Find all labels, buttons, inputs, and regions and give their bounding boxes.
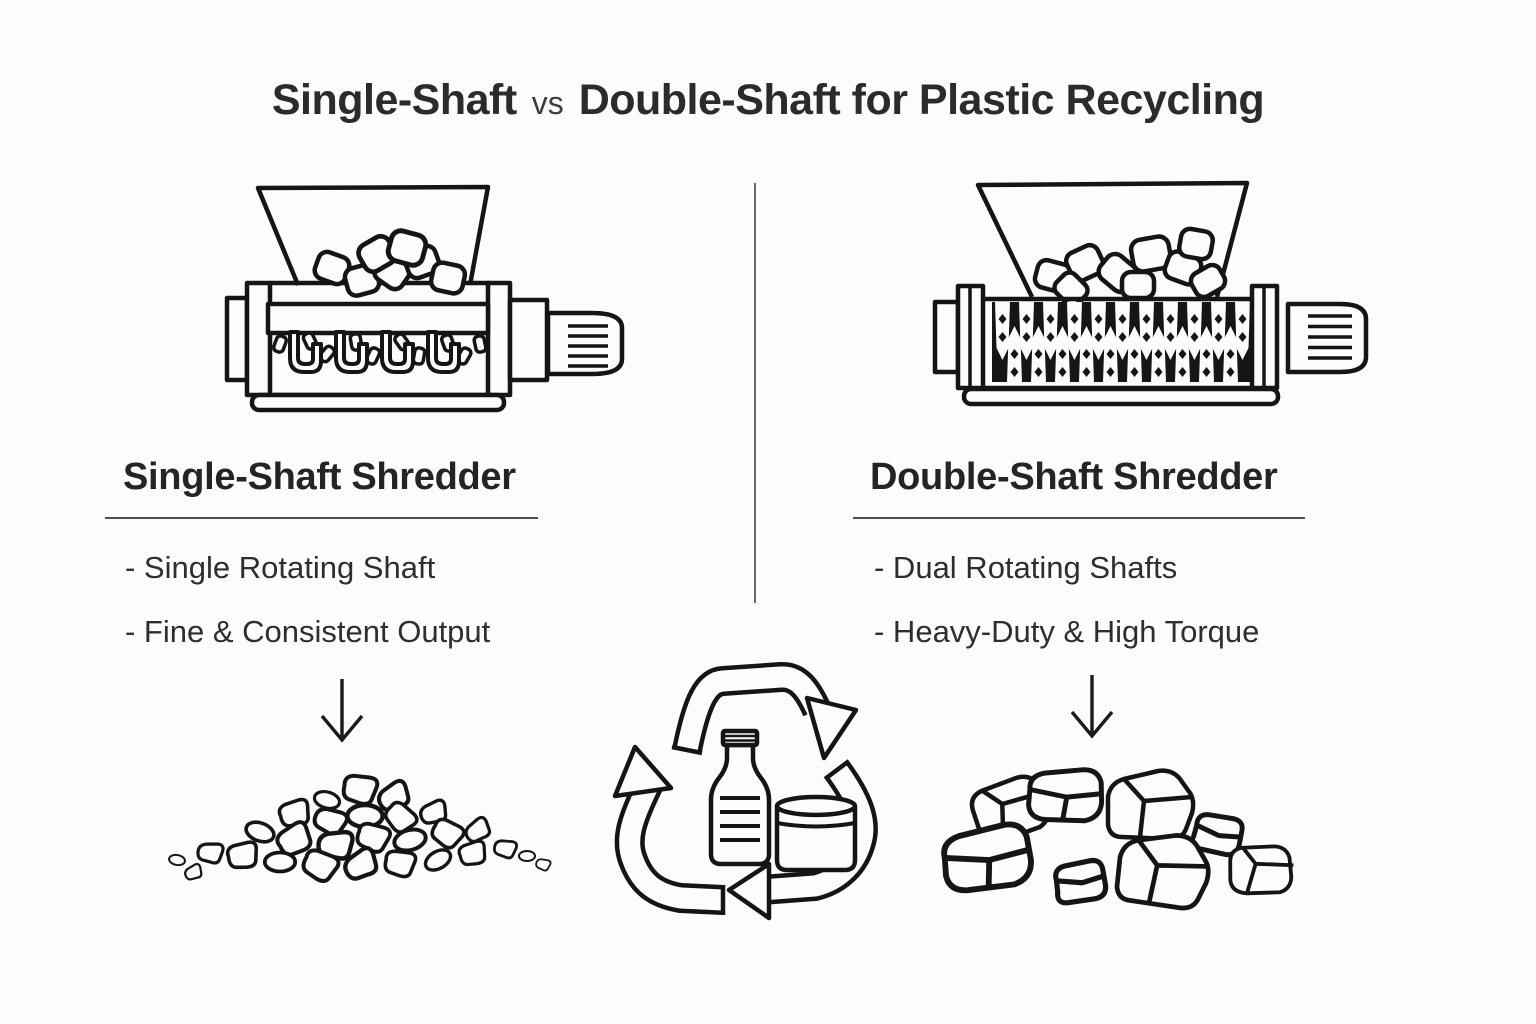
double-shaft-heading: Double-Shaft Shredder: [870, 456, 1278, 498]
title-single-shaft: Single-Shaft: [271, 76, 517, 124]
coarse-chunks-pile-icon: [935, 745, 1299, 910]
bullet-heavy-duty-high-torque: - Heavy-Duty & High Torque: [874, 614, 1260, 649]
recycling-symbol-icon: [612, 662, 878, 921]
single-shaft-shredder-icon: [224, 184, 625, 413]
double-shaft-bullets: - Dual Rotating Shafts - Heavy-Duty & Hi…: [874, 549, 1259, 677]
double-shaft-underline: [853, 517, 1305, 519]
vertical-divider: [754, 183, 756, 603]
title-vs: vs: [531, 85, 564, 121]
single-shaft-bullets: - Single Rotating Shaft - Fine & Consist…: [125, 549, 490, 677]
bullet-single-rotating-shaft: - Single Rotating Shaft: [125, 550, 436, 585]
down-arrow-icon: [320, 679, 364, 743]
fine-flakes-pile-icon: [167, 771, 553, 887]
title-double-shaft: Double-Shaft for Plastic Recycling: [578, 76, 1265, 124]
page-title: Single-Shaft vs Double-Shaft for Plastic…: [0, 76, 1536, 125]
single-shaft-heading: Single-Shaft Shredder: [123, 456, 516, 498]
down-arrow-icon: [1070, 675, 1114, 739]
bullet-dual-rotating-shafts: - Dual Rotating Shafts: [874, 550, 1178, 585]
single-shaft-underline: [105, 517, 538, 519]
double-shaft-shredder-icon: [932, 180, 1369, 407]
bullet-fine-consistent-output: - Fine & Consistent Output: [125, 614, 491, 649]
